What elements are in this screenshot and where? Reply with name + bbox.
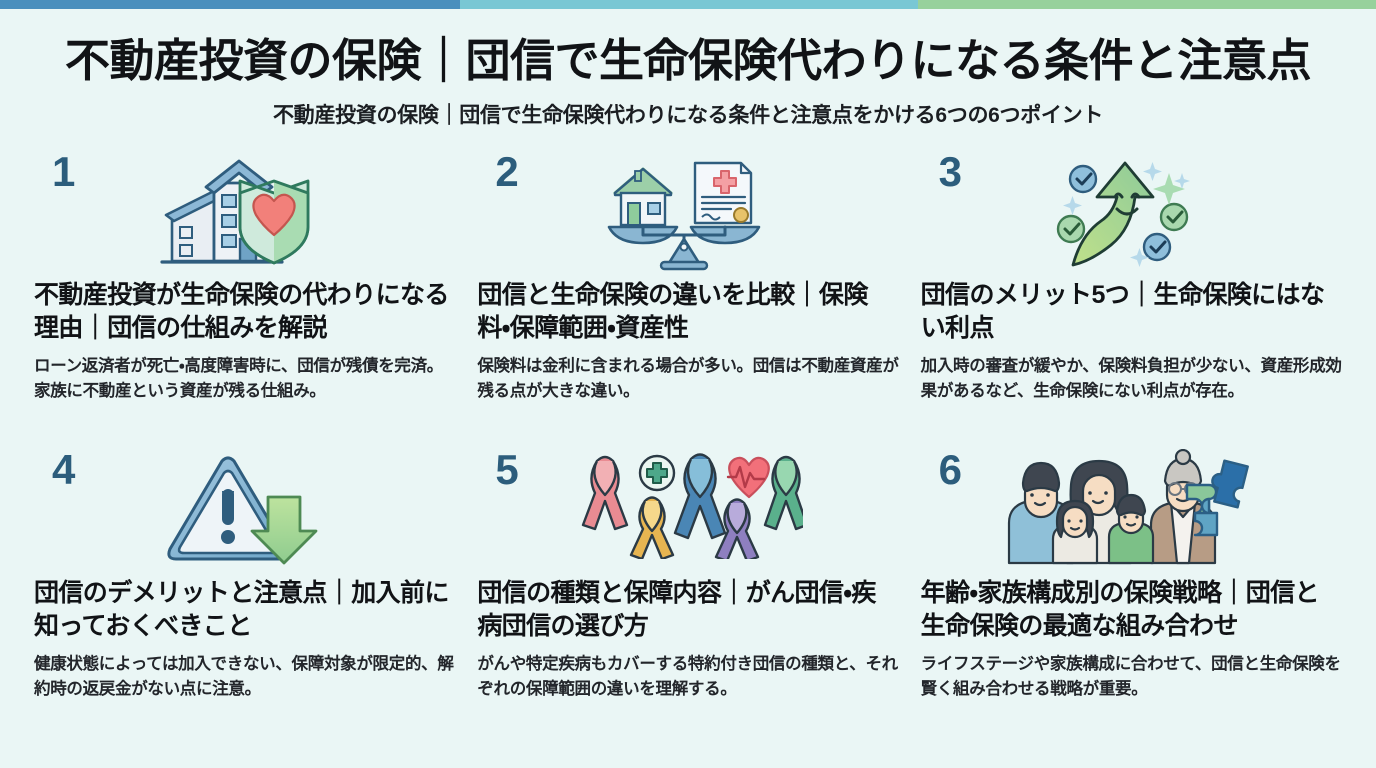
card-6-top: 6 [921,449,1342,577]
card-6-number: 6 [938,446,963,494]
header: 不動産投資の保険｜団信で生命保険代わりになる条件と注意点 不動産投資の保険｜団信… [0,9,1376,129]
card-6-title: 年齢・家族構成別の保険戦略｜団信と生命保険の最適な組み合わせ [920,579,1320,641]
card-1-number: 1 [52,148,76,196]
point-card-1: 1 [34,151,455,443]
card-1-body: ローン返済者が死亡・高度障害時に、団信が残債を完済。家族に不動産という資産が残る… [34,357,443,401]
building-shield-heart-icon [152,151,328,275]
card-6-body: ライフステージや家族構成に合わせて、団信と生命保険を賢く組み合わせる戦略が重要。 [920,655,1341,699]
card-5-body: がんや特定疾病もカバーする特約付き団信の種類と、それぞれの保障範囲の違いを理解す… [477,655,898,699]
card-1-title: 不動産投資が生命保険の代わりになる理由｜団信の仕組みを解説 [34,281,449,343]
warning-triangle-down-arrow-icon [152,449,328,573]
card-4-top: 4 [34,449,455,577]
card-5-title: 団信の種類と保障内容｜がん団信・疾病団信の選び方 [477,579,876,641]
point-card-3: 3 [921,151,1342,443]
card-1-top: 1 [34,151,455,279]
card-3-body: 加入時の審査が緩やか、保険料負担が少ない、資産形成効果があるなど、生命保険にない… [920,357,1342,401]
balance-scale-house-document-icon [595,151,771,275]
page-title: 不動産投資の保険｜団信で生命保険代わりになる条件と注意点 [64,35,1312,86]
accent-segment-green [917,0,1376,9]
point-card-2: 2 [477,151,899,443]
card-2-top: 2 [477,151,898,279]
awareness-ribbons-icon [573,449,804,573]
accent-segment-teal [459,0,918,9]
card-4-number: 4 [52,446,76,494]
card-4-body: 健康状態によっては加入できない、保障対象が限定的、解約時の返戻金がない点に注意。 [34,655,454,699]
card-2-body: 保険料は金利に含まれる場合が多い。団信は不動産資産が残る点が大きな違い。 [477,357,899,401]
top-accent-bar [0,0,1376,9]
page-subtitle: 不動産投資の保険｜団信で生命保険代わりになる条件と注意点をかける6つの6つポイン… [272,104,1104,128]
points-grid: 1 [0,151,1376,741]
card-3-number: 3 [938,148,963,196]
family-puzzle-icon [1001,449,1251,573]
point-card-4: 4 [34,449,455,741]
point-card-5: 5 [477,449,898,741]
accent-segment-blue [0,0,460,9]
smiling-up-arrow-checkmarks-icon [1039,151,1215,275]
card-4-title: 団信のデメリットと注意点｜加入前に知っておくべきこと [34,579,449,641]
card-2-number: 2 [495,148,519,196]
card-3-title: 団信のメリット5つ｜生命保険にはない利点 [920,281,1325,343]
card-3-top: 3 [921,151,1342,279]
card-5-top: 5 [477,449,898,577]
card-5-number: 5 [495,446,519,494]
card-2-title: 団信と生命保険の違いを比較｜保険料・保障範囲・資産性 [477,281,868,343]
point-card-6: 6 [921,449,1342,741]
